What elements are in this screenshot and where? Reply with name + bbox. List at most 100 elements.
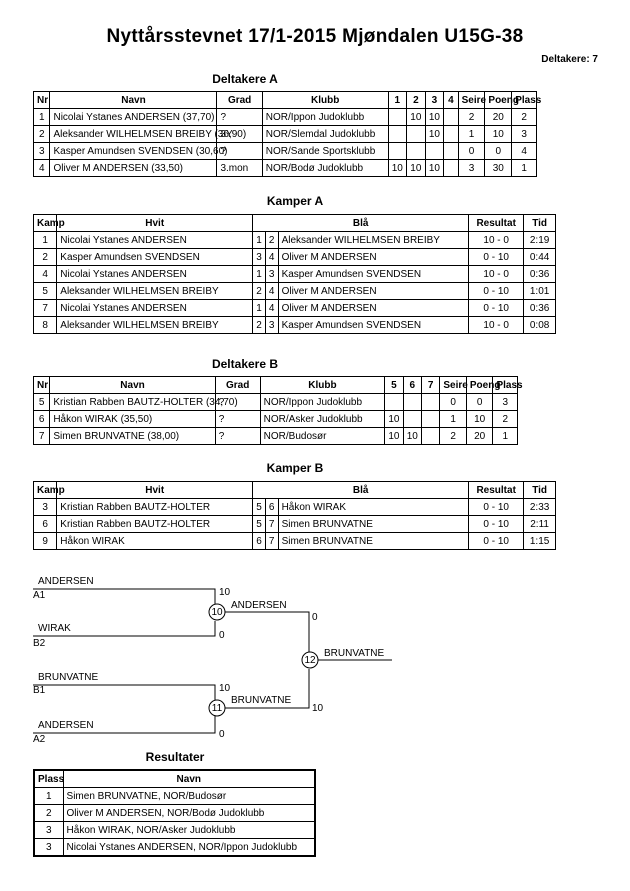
cell: 4 [32,265,58,283]
table-header-row: Nr Navn Grad Klubb 5 6 7 Seire Poeng Pla… [32,376,523,394]
match-number: 10 [211,607,223,618]
bracket-b1-seed: B1 [33,685,46,696]
cell: Oliver M ANDERSEN, NOR/Bodø Judoklubb [62,804,316,822]
bracket-line [33,621,216,637]
cell: ? [214,427,261,445]
score: 10 [312,703,324,714]
cell: 1 [511,159,537,177]
bracket-m11-winner: BRUNVATNE [231,695,292,706]
cell: NOR/Bodø Judoklubb [261,159,389,177]
cell: 4 [32,159,51,177]
deltakere-a-title: Deltakere A [212,72,278,86]
cell: 1 [32,231,58,249]
cell: NOR/Budosør [259,427,386,445]
match-circle [208,699,226,717]
bracket-a2-seed: A2 [33,734,46,745]
bracket-b2-name: WIRAK [38,623,71,634]
cell: 0 [484,142,513,160]
deltakere-b-title: Deltakere B [211,357,279,371]
cell: 2:19 [523,231,556,249]
match-circle [301,651,319,669]
cell: 20 [484,108,513,126]
score: 10 [219,683,231,694]
cell: 0 - 10 [468,532,525,550]
score: 0 [312,612,318,623]
cell: 9 [32,532,58,550]
bracket-m12-winner: BRUNVATNE [324,648,385,659]
deltakere-b-table: Nr Navn Grad Klubb 5 6 7 Seire Poeng Pla… [32,376,523,445]
cell: 0:36 [523,299,556,317]
cell [443,159,459,177]
cell [420,427,441,445]
score: 10 [219,587,231,598]
cell: 7 [32,427,51,445]
participants-count: Deltakere: 7 [541,54,598,65]
cell: 1 [33,787,64,805]
resultater-title: Resultater [145,750,205,764]
cell: 2:11 [523,515,556,533]
cell: 0:08 [523,316,556,334]
match-number: 12 [304,655,316,666]
bracket-line [33,684,216,701]
col-header: Plass [33,769,64,788]
cell: Simen BRUNVATNE [277,532,470,550]
kamper-b-title: Kamper B [266,461,324,475]
score: 0 [219,729,225,740]
col-header: Navn [62,769,316,788]
cell: 8 [32,316,58,334]
cell: Simen BRUNVATNE (38,00) [49,427,216,445]
bracket-line [225,611,310,652]
bracket-a2-name: ANDERSEN [38,720,94,731]
match-circle [208,603,226,621]
cell: 1:15 [523,532,556,550]
table-header-row: Kamp Hvit Blå Resultat Tid [32,214,556,232]
kamper-a-title: Kamper A [266,194,324,208]
bracket-m10-winner: ANDERSEN [231,600,287,611]
cell: Håkon WIRAK [56,532,254,550]
cell: 30 [484,159,513,177]
match-number: 11 [212,703,223,714]
cell: 3 [33,838,64,857]
bracket-line [225,669,310,709]
cell: Nicolai Ystanes ANDERSEN, NOR/Ippon Judo… [62,838,316,857]
deltakere-a-table: Nr Navn Grad Klubb 1 2 3 4 Seire Poeng P… [32,91,541,177]
cell: 20 [465,427,494,445]
bracket-b2-seed: B2 [33,638,46,649]
col-header: 4 [443,91,459,109]
cell: 10 - 0 [468,316,525,334]
cell: 3 [33,821,64,839]
cell: 2 [33,804,64,822]
bracket-b1-name: BRUNVATNE [38,672,99,683]
cell: 1 [492,427,518,445]
cell: 3.mon [216,159,263,177]
bracket-line [33,716,216,734]
score: 0 [219,630,225,641]
bracket-line [33,588,216,612]
bracket-a1-name: ANDERSEN [38,576,94,587]
table-header-row: Plass Navn [33,769,316,788]
cell: Håkon WIRAK, NOR/Asker Judoklubb [62,821,316,839]
page-title: Nyttårsstevnet 17/1-2015 Mjøndalen U15G-… [106,26,524,47]
col-header: Nr [32,376,51,394]
table-header-row: Kamp Hvit Blå Resultat Tid [32,481,556,499]
